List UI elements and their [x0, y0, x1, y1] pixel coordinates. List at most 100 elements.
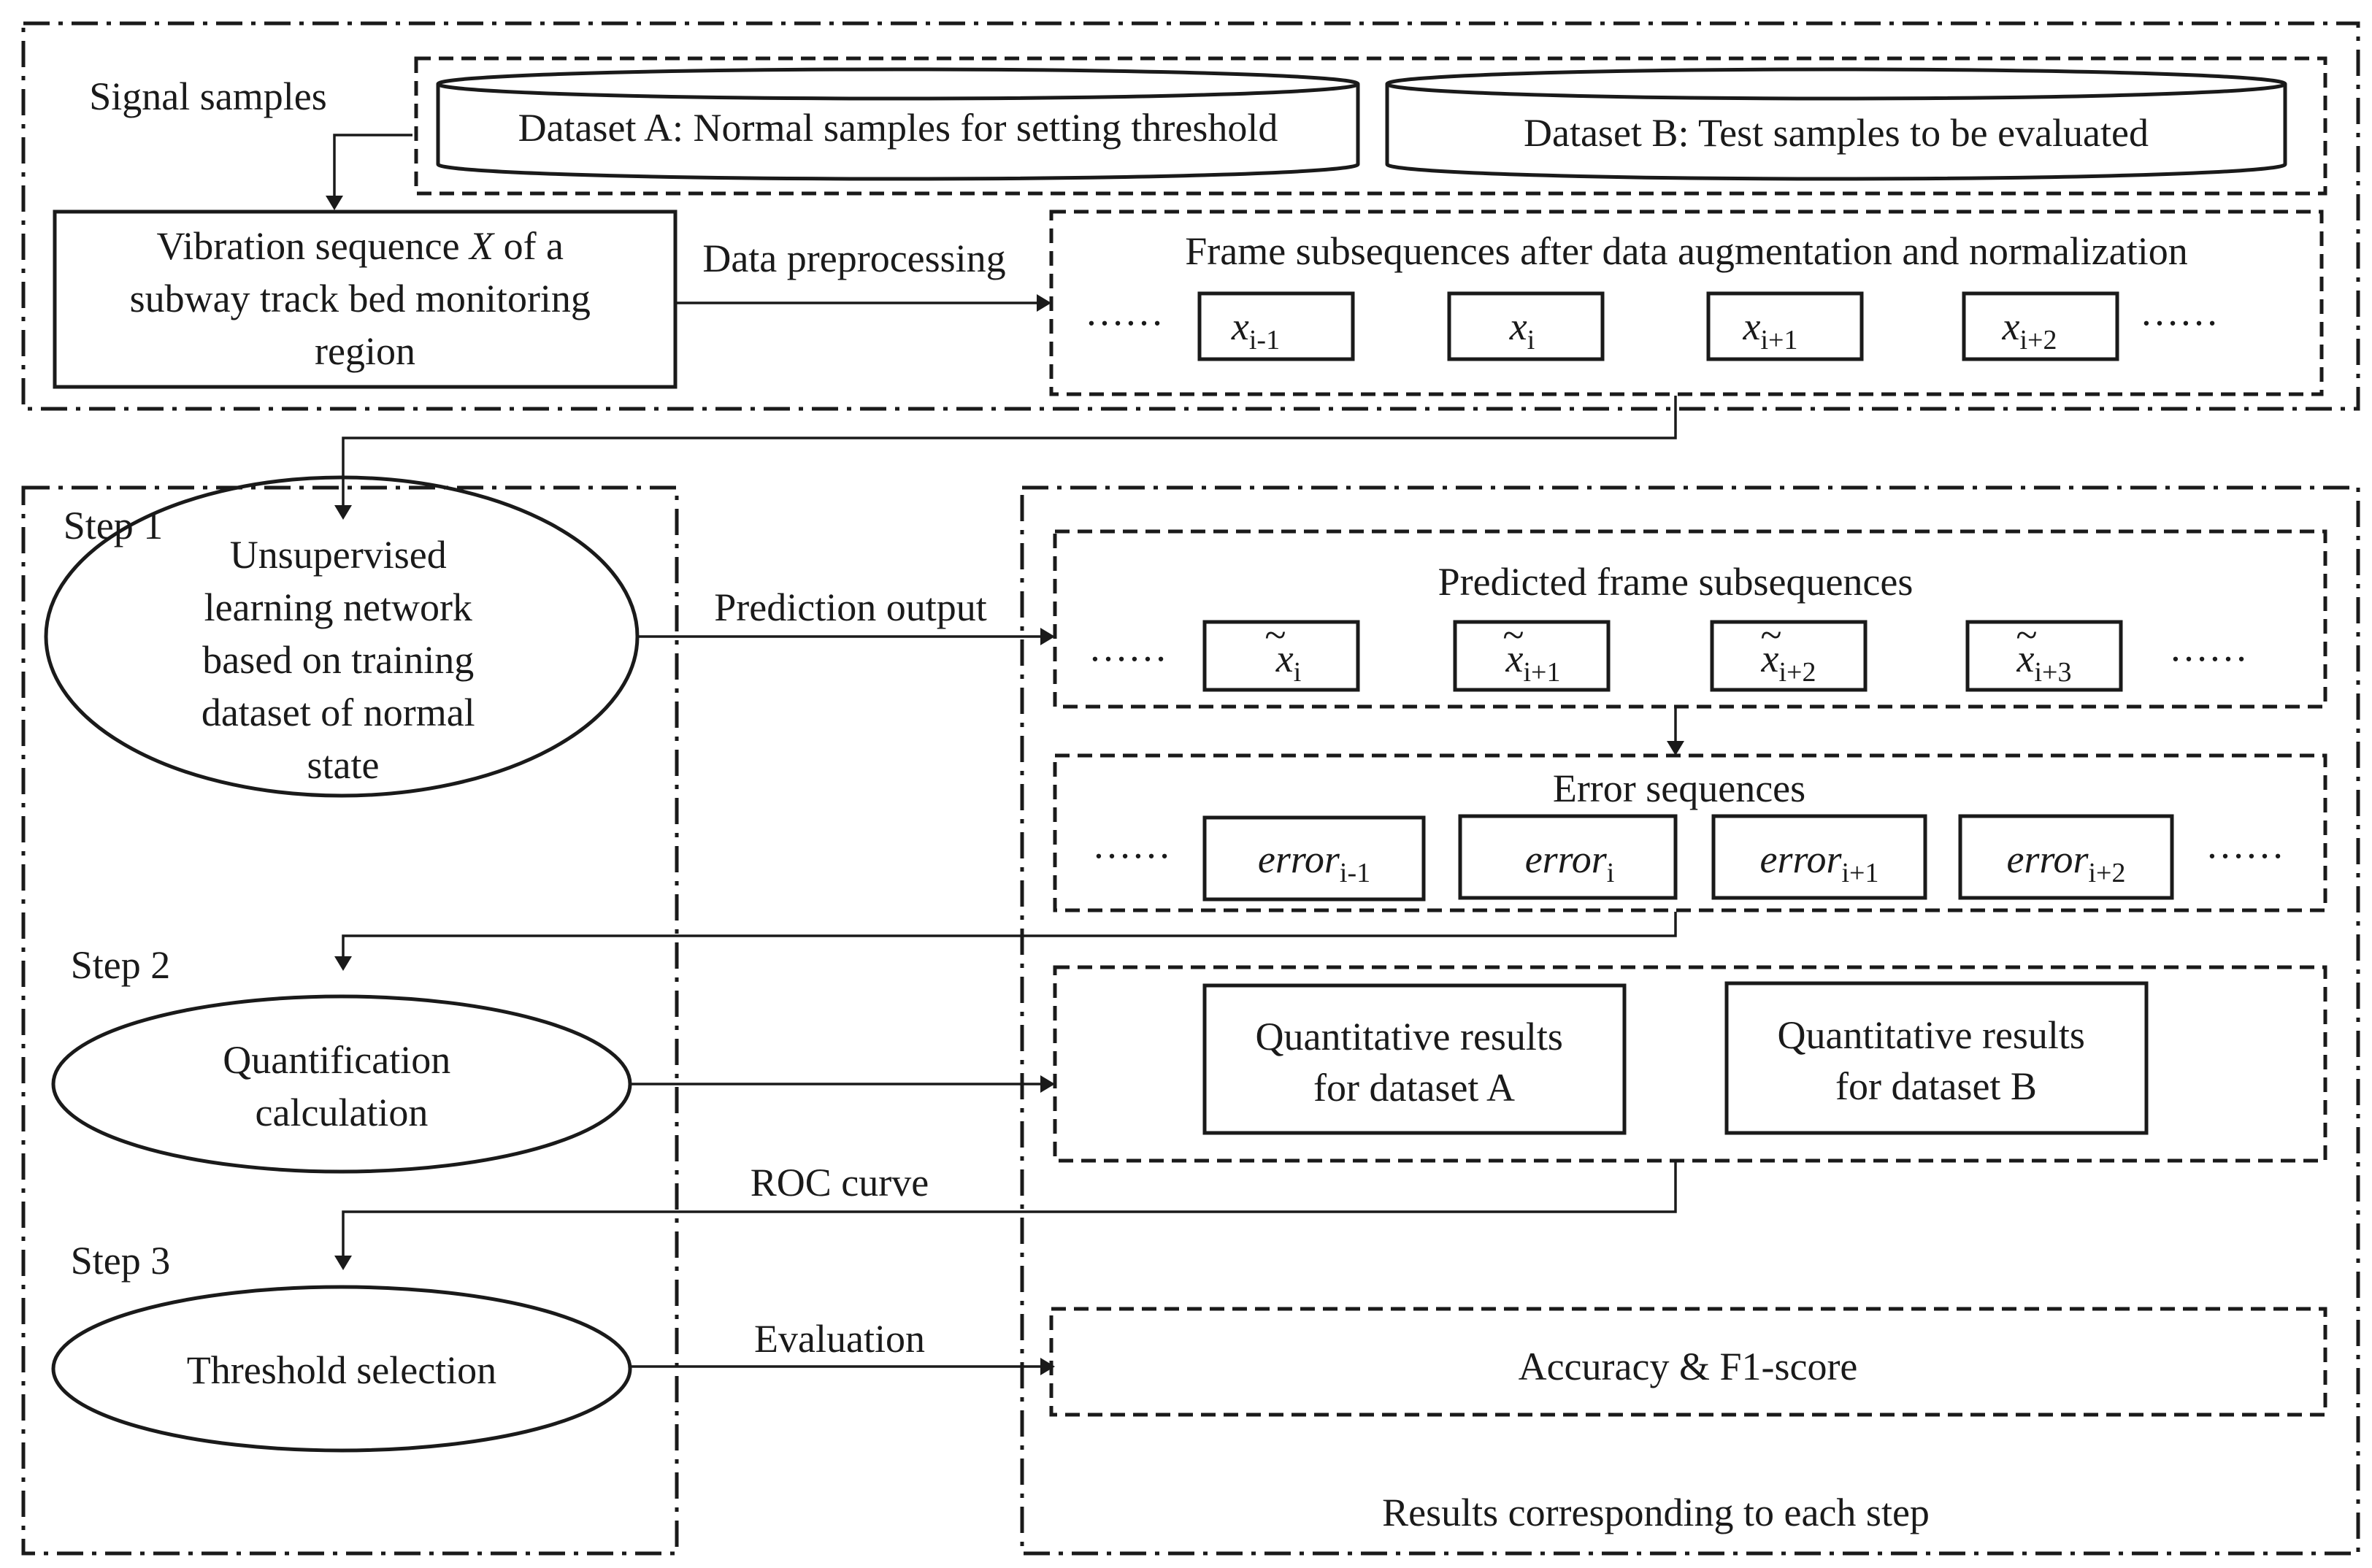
error-i: errori	[1458, 814, 1678, 900]
error-sequences-box	[1053, 753, 2327, 912]
predicted-sub: i+1	[1523, 657, 1560, 688]
vibration-line-1a: Vibration sequence	[156, 224, 469, 268]
evaluation-arrowhead	[1040, 1358, 1055, 1375]
step1-label: Step 1	[64, 504, 164, 547]
error-sequences-title: Error sequences	[1553, 766, 1805, 810]
error-sub: i-1	[1340, 858, 1370, 888]
results-region-frame	[1020, 485, 2360, 1556]
signal-samples-label: Signal samples	[89, 74, 326, 118]
step1-line-4: dataset of normal	[201, 691, 475, 734]
prediction-arrowhead	[1040, 628, 1055, 645]
error-to-step2-connector	[342, 912, 1677, 956]
frame-base: x	[1509, 304, 1527, 348]
predicted-x-i+1: ~ xi+1	[1453, 613, 1611, 692]
quant-a-text: Quantitative results for dataset A	[1256, 1015, 1573, 1110]
step2-ellipse	[51, 994, 632, 1174]
step1-line-3: based on training	[202, 638, 474, 682]
predicted-sub: i+3	[2034, 657, 2071, 688]
step1-line-1: Unsupervised	[230, 533, 447, 577]
frame-base: x	[2002, 304, 2020, 348]
predicted-label: xi	[1275, 637, 1302, 688]
error-base: error	[1525, 837, 1608, 881]
predicted-tilde: ~	[1502, 613, 1524, 657]
error-sub: i	[1607, 858, 1615, 888]
frame-subsequences-title: Frame subsequences after data augmentati…	[1185, 229, 2188, 273]
frame-ellipsis-right: ……	[2140, 290, 2219, 334]
predicted-frames-title: Predicted frame subsequences	[1438, 560, 1914, 604]
step3-text: Threshold selection	[187, 1348, 496, 1392]
error-to-step2-arrowhead	[334, 956, 352, 971]
quant-b-box	[1724, 981, 2149, 1135]
dataset-a-cylinder: Dataset A: Normal samples for setting th…	[436, 67, 1360, 181]
error-ellipsis-left: ……	[1092, 823, 1171, 866]
step2-text: Quantification calculation	[223, 1038, 460, 1134]
datasets-to-vibration-arrowhead	[326, 196, 343, 210]
predicted-x-i+2: ~ xi+2	[1710, 613, 1868, 692]
error-i+2: errori+2	[1958, 814, 2174, 900]
quantitative-results-box	[1053, 965, 2327, 1163]
predicted-sub: i	[1294, 657, 1302, 688]
quant-b-line-1: Quantitative results	[1778, 1013, 2085, 1057]
evaluation-label: Evaluation	[754, 1317, 925, 1361]
accuracy-box	[1049, 1307, 2327, 1417]
frames-to-step1-arrowhead	[334, 505, 352, 520]
steps-region-frame	[21, 485, 679, 1556]
error-box	[1711, 814, 1927, 900]
quant-a-line-2: for dataset A	[1313, 1066, 1515, 1110]
vibration-line-1b: of a	[494, 224, 564, 268]
dataset-a-label: Dataset A: Normal samples for setting th…	[518, 106, 1278, 150]
predicted-label: xi+1	[1505, 637, 1561, 688]
predicted-box	[1710, 620, 1868, 692]
prediction-output-label: Prediction output	[714, 585, 986, 629]
predicted-ellipsis-left: ……	[1089, 626, 1167, 669]
frame-label: xi	[1509, 304, 1535, 356]
error-label: errori-1	[1258, 837, 1370, 888]
vibration-sequence-text: Vibration sequence X of a subway track b…	[130, 224, 601, 373]
dataset-b-label: Dataset B: Test samples to be evaluated	[1524, 111, 2149, 155]
error-box	[1458, 814, 1678, 900]
frame-sub: i-1	[1249, 325, 1280, 356]
quant-dataset-b: Quantitative results for dataset B	[1724, 981, 2149, 1135]
frame-x-i+2: xi+2	[1962, 291, 2119, 361]
vibration-line-2: subway track bed monitoring	[130, 277, 591, 320]
step3-label: Step 3	[71, 1239, 171, 1283]
quant-b-text: Quantitative results for dataset B	[1778, 1013, 2095, 1108]
results-footer: Results corresponding to each step	[1382, 1491, 1930, 1534]
error-box	[1202, 815, 1426, 902]
frame-subsequences-box	[1049, 210, 2324, 396]
predicted-sub: i+2	[1778, 657, 1816, 688]
predicted-x-i: ~ xi	[1202, 613, 1360, 692]
predicted-tilde: ~	[1760, 613, 1781, 657]
top-region-frame	[21, 21, 2360, 411]
predicted-base: x	[1761, 637, 1779, 680]
frame-x-i-1: xi-1	[1197, 291, 1355, 361]
step1-line-2: learning network	[204, 585, 472, 629]
datasets-to-vibration-connector	[333, 134, 412, 196]
quant-a-box	[1202, 983, 1627, 1135]
error-i+1: errori+1	[1711, 814, 1927, 900]
error-base: error	[1759, 837, 1842, 881]
error-box	[1958, 814, 2174, 900]
error-base: error	[2006, 837, 2089, 881]
error-base: error	[1258, 837, 1340, 881]
predicted-base: x	[2016, 637, 2035, 680]
frame-x-i+1: xi+1	[1706, 291, 1864, 361]
predicted-box	[1202, 620, 1360, 692]
predicted-frames-box	[1053, 529, 2327, 709]
error-label: errori	[1525, 837, 1615, 888]
frame-label: xi+1	[1743, 304, 1798, 356]
vibration-sequence-box	[53, 210, 678, 389]
error-sub: i+1	[1842, 858, 1879, 888]
step2-line-2: calculation	[256, 1091, 429, 1134]
frame-sub: i+1	[1760, 325, 1797, 356]
frame-box	[1706, 291, 1864, 361]
quant-dataset-a: Quantitative results for dataset A	[1202, 983, 1627, 1135]
frames-to-step1-connector	[342, 396, 1677, 505]
predicted-box	[1965, 620, 2123, 692]
predicted-base: x	[1275, 637, 1294, 680]
vibration-line-3: region	[315, 329, 415, 373]
step2-line-1: Quantification	[223, 1038, 450, 1082]
datasets-group-frame	[414, 56, 2327, 196]
frame-sub: i	[1527, 325, 1535, 356]
